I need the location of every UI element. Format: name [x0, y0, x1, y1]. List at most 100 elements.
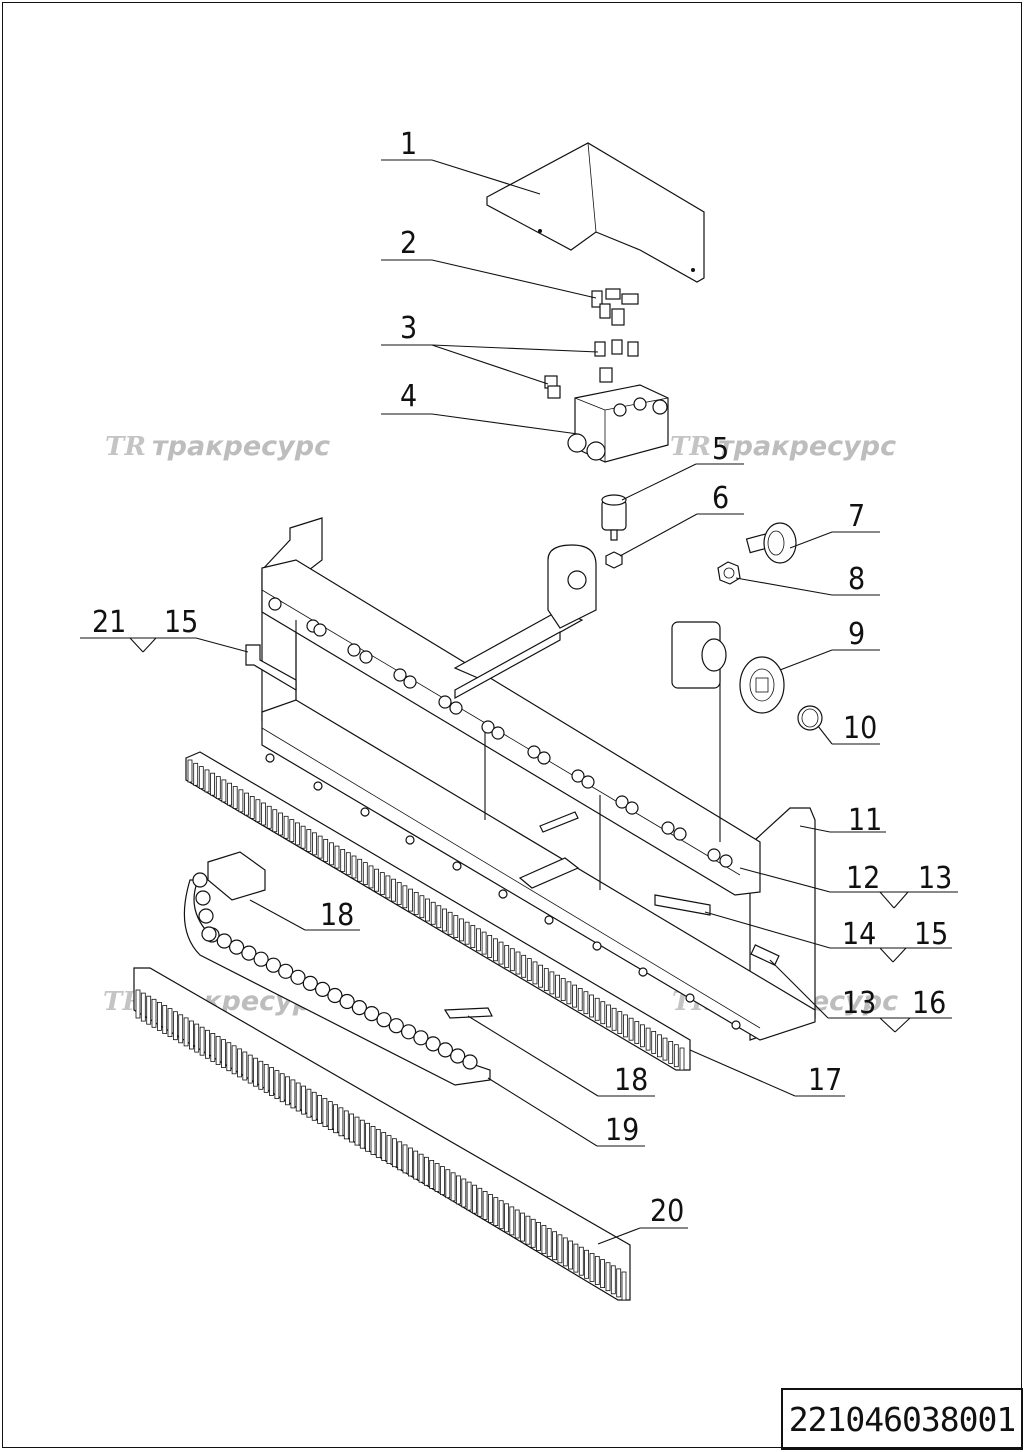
- rack-tooth: [162, 1005, 168, 1034]
- rack-tooth: [450, 1172, 456, 1202]
- chain-link: [388, 1018, 404, 1034]
- rack-tooth: [253, 1057, 258, 1087]
- chain-link: [192, 872, 208, 888]
- rack-tooth: [221, 1039, 226, 1068]
- rack-tooth: [199, 1026, 205, 1056]
- callout-15-left: 15: [164, 605, 198, 640]
- rack-tooth: [568, 1240, 573, 1270]
- part-control-valve: [567, 367, 669, 463]
- chain-link: [229, 939, 245, 955]
- callout-12: 12: [846, 861, 880, 896]
- rack-tooth: [549, 971, 555, 995]
- rack-tooth: [183, 1017, 189, 1047]
- rack-tooth: [178, 1014, 184, 1044]
- rack-tooth: [606, 1004, 611, 1028]
- callout-15-right: 15: [914, 917, 948, 952]
- rack-tooth: [679, 1047, 685, 1071]
- rack-tooth: [295, 1082, 301, 1112]
- chain-link: [364, 1005, 380, 1022]
- chain-link: [241, 945, 257, 961]
- rack-tooth: [488, 1194, 493, 1223]
- bolt-row-top: [268, 597, 733, 868]
- rack-tooth: [455, 1175, 461, 1205]
- rack-tooth: [662, 1037, 668, 1061]
- chain-link: [315, 981, 331, 998]
- chain-link: [216, 933, 232, 949]
- rack-tooth: [359, 1119, 365, 1149]
- rack-tooth: [430, 901, 436, 925]
- rack-tooth: [600, 1001, 606, 1025]
- callout-10: 10: [843, 711, 877, 746]
- rack-tooth: [634, 1021, 640, 1044]
- chain-link: [290, 969, 306, 985]
- part-roller-shaft: [745, 522, 797, 564]
- chain-link: [437, 1042, 453, 1058]
- rack-tooth: [375, 1129, 381, 1158]
- chain-link: [351, 999, 367, 1016]
- chain-link: [339, 993, 355, 1010]
- part-snap-ring: [797, 705, 823, 731]
- chain-link: [278, 963, 294, 979]
- rack-tooth: [188, 1020, 194, 1050]
- rack-tooth: [334, 845, 340, 869]
- rack-tooth: [340, 849, 346, 872]
- rack-tooth: [445, 1169, 451, 1199]
- rack-tooth: [215, 776, 221, 799]
- callout-14: 14: [842, 917, 876, 952]
- chain-link: [450, 1048, 466, 1064]
- part-cover-plate: [486, 142, 705, 283]
- rack-tooth: [498, 1200, 504, 1230]
- part-pin: [601, 494, 627, 541]
- rack-tooth: [470, 925, 476, 948]
- rack-tooth: [385, 875, 391, 899]
- rack-tooth: [594, 1256, 600, 1285]
- chain-link: [201, 926, 217, 942]
- rack-tooth: [555, 974, 560, 998]
- part-bearing: [739, 656, 785, 714]
- chain-link: [198, 908, 214, 924]
- rack-tooth: [215, 1036, 221, 1065]
- part-nut-small: [605, 551, 623, 569]
- rack-tooth: [167, 1008, 173, 1037]
- rack-tooth: [482, 1191, 488, 1220]
- rack-tooth: [425, 898, 430, 922]
- leader-lines: [80, 159, 958, 1245]
- rack-tooth: [600, 1259, 605, 1288]
- callout-5: 5: [712, 432, 729, 467]
- rack-tooth: [187, 759, 193, 783]
- rack-tooth: [509, 948, 515, 972]
- watermark-1: TR тракресурс: [105, 431, 330, 462]
- rack-tooth: [472, 1184, 477, 1214]
- rack-tooth: [327, 1101, 333, 1130]
- rack-tooth: [193, 762, 199, 786]
- rack-tooth: [306, 829, 312, 852]
- rack-tooth: [583, 991, 589, 1015]
- rack-tooth: [504, 1203, 509, 1233]
- rack-tooth: [255, 799, 261, 823]
- rack-tooth: [269, 1067, 274, 1096]
- rack-tooth: [407, 1147, 413, 1177]
- rack-tooth: [651, 1031, 657, 1054]
- rack-tooth: [541, 1225, 547, 1254]
- rack-tooth: [657, 1034, 662, 1058]
- rack-tooth: [272, 809, 278, 833]
- rack-tooth: [226, 1042, 232, 1072]
- callout-17: 17: [808, 1063, 842, 1098]
- rack-tooth: [557, 1234, 563, 1264]
- rack-tooth: [552, 1231, 557, 1261]
- callout-18-upper: 18: [320, 898, 354, 933]
- rack-tooth: [386, 1135, 392, 1164]
- rack-tooth: [261, 802, 266, 826]
- watermark-logo: TR: [105, 432, 146, 462]
- rack-tooth: [365, 1122, 371, 1152]
- chain-link: [425, 1036, 441, 1052]
- chain-link: [265, 957, 281, 973]
- chain-link: [401, 1024, 417, 1040]
- rack-tooth: [645, 1027, 651, 1051]
- callout-2: 2: [400, 226, 417, 261]
- chain-link: [327, 987, 343, 1004]
- rack-tooth: [589, 1253, 595, 1282]
- rack-tooth: [333, 1104, 339, 1134]
